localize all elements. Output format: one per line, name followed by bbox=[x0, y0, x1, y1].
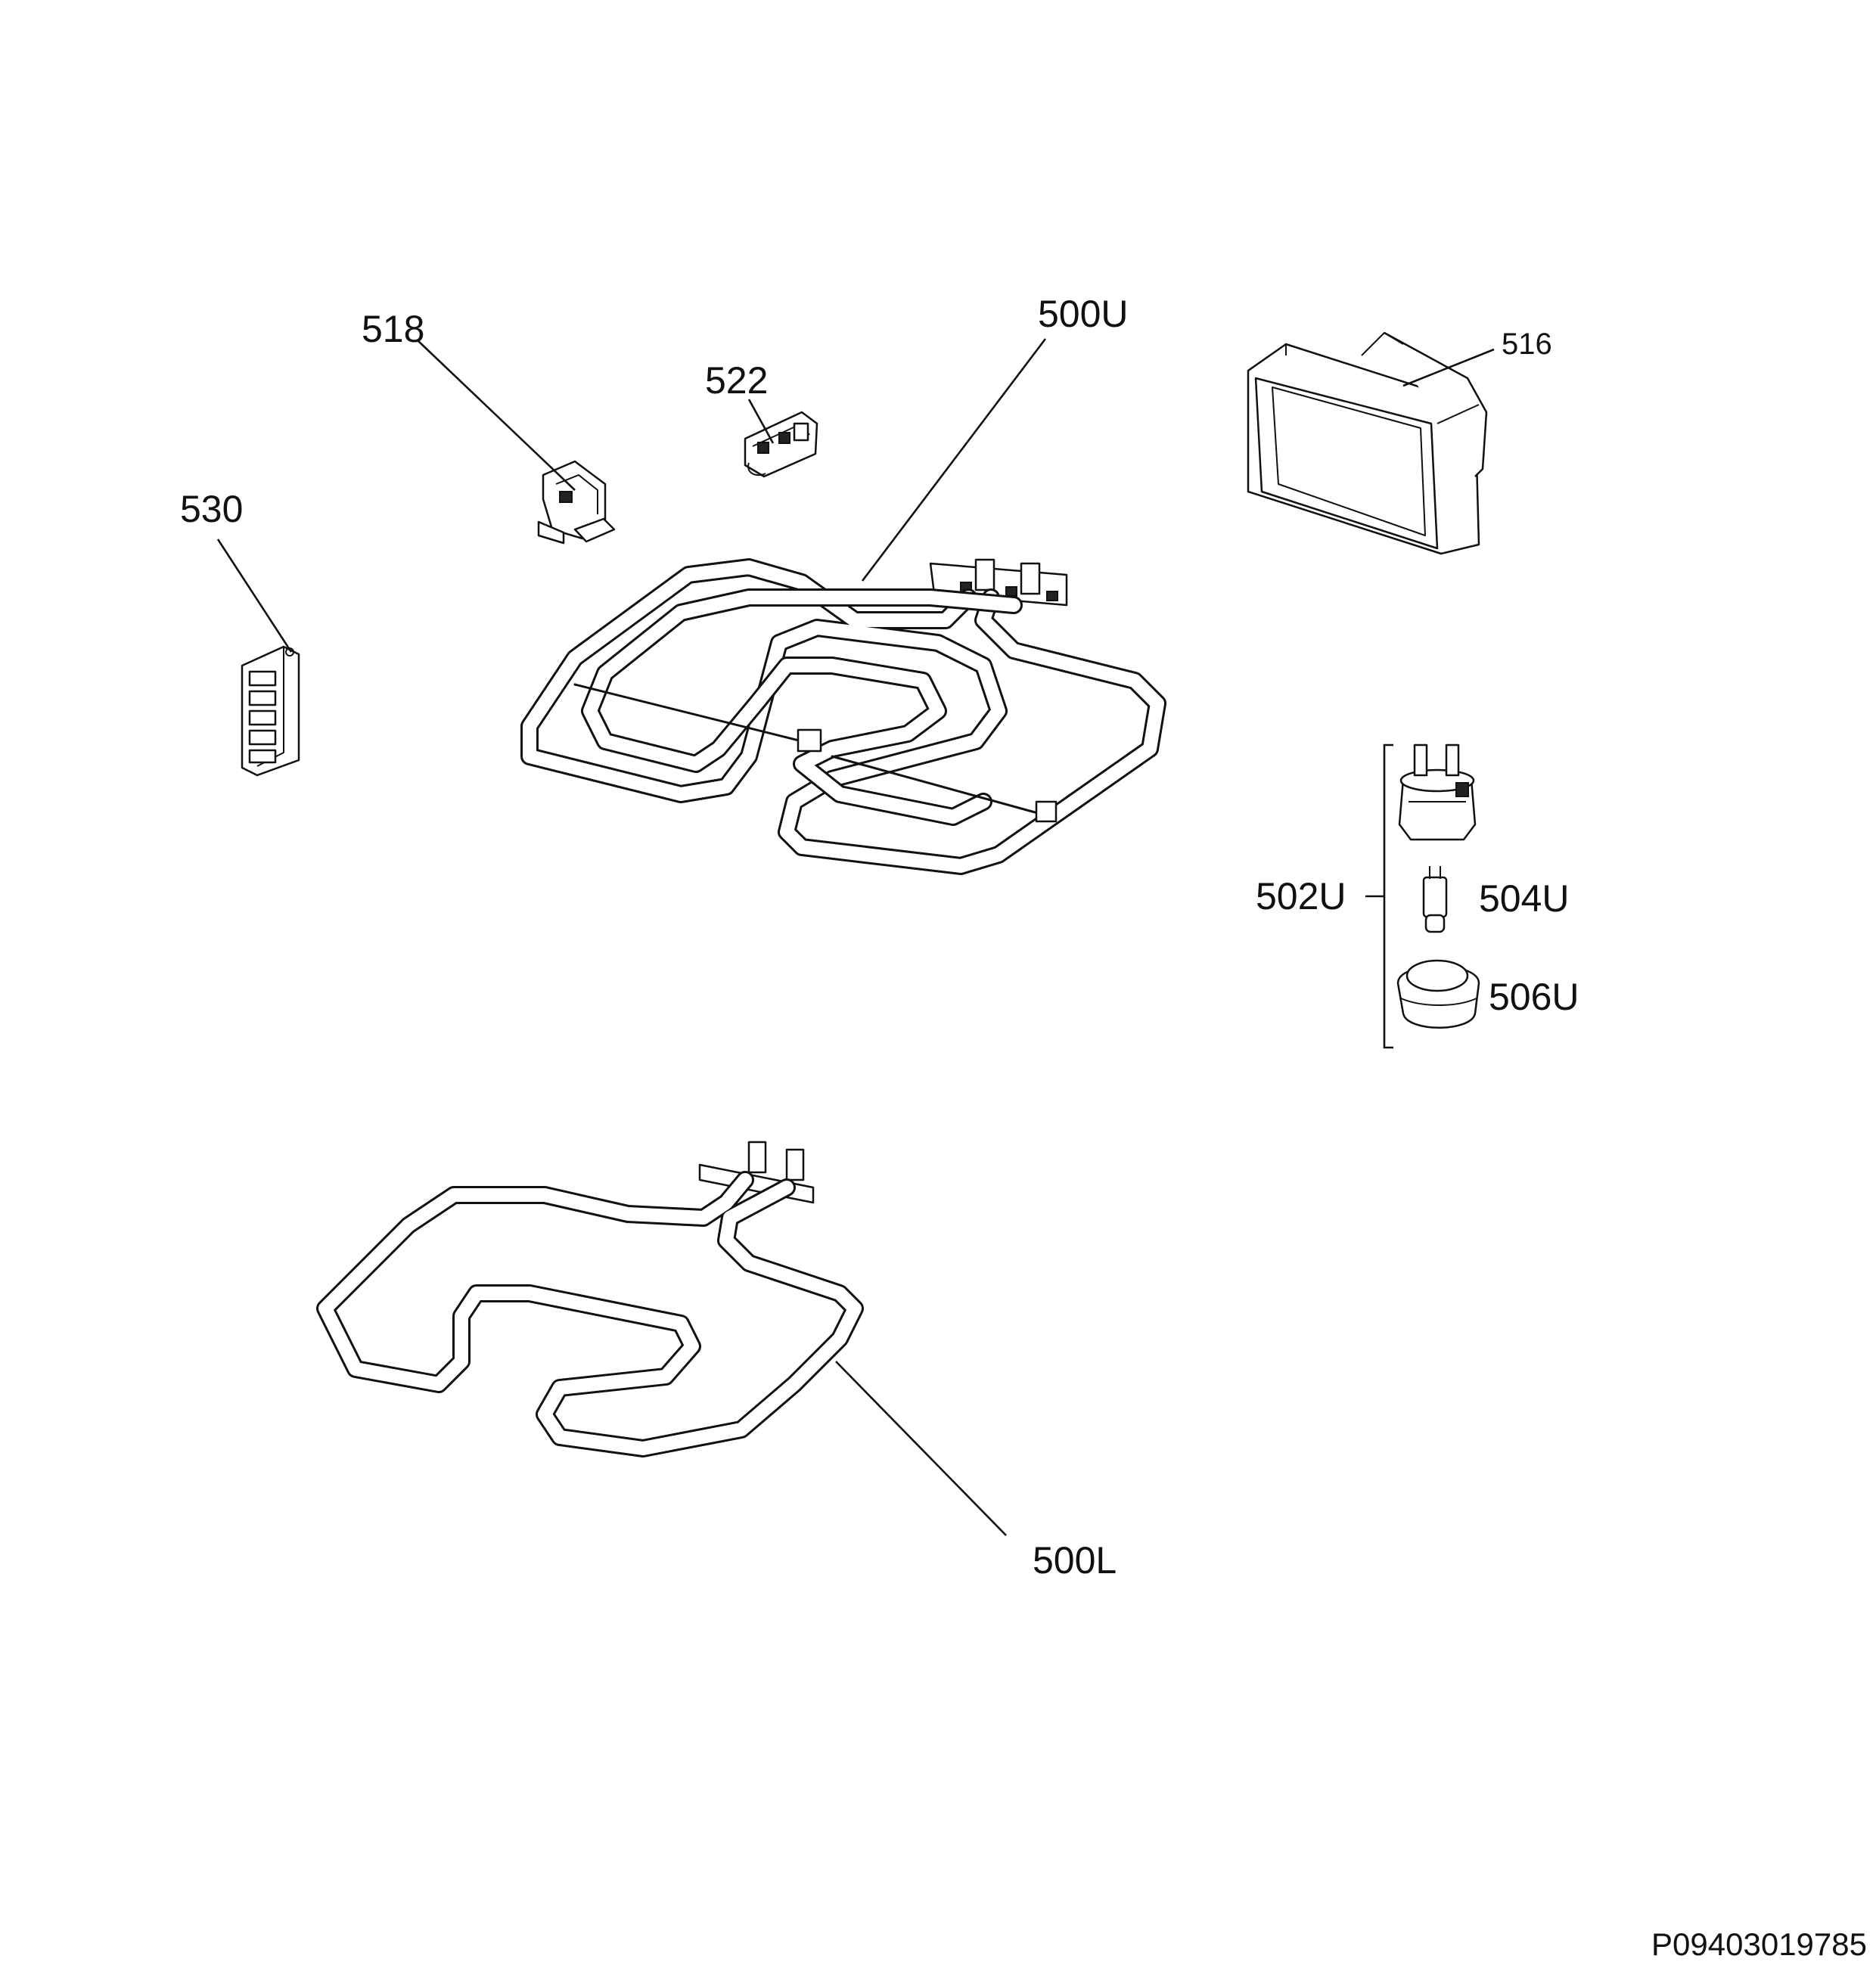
label-530: 530 bbox=[180, 488, 243, 530]
group-bracket-502U bbox=[1383, 743, 1393, 1049]
part-530-terminal-block[interactable] bbox=[241, 645, 300, 777]
part-518-switch[interactable] bbox=[537, 460, 616, 545]
label-500U: 500U bbox=[1038, 293, 1129, 335]
label-518: 518 bbox=[362, 308, 424, 350]
part-516-housing[interactable] bbox=[1247, 331, 1488, 555]
label-504U: 504U bbox=[1479, 877, 1570, 920]
part-lamp-holder[interactable] bbox=[1398, 743, 1477, 841]
part-522-connector[interactable] bbox=[744, 411, 818, 478]
part-504U-bulb[interactable] bbox=[1422, 866, 1448, 933]
label-502U: 502U bbox=[1256, 875, 1346, 917]
label-516: 516 bbox=[1502, 328, 1552, 361]
part-506U-glass-cover[interactable] bbox=[1396, 959, 1480, 1029]
label-506U: 506U bbox=[1489, 976, 1579, 1018]
part-500U-upper-heating-element[interactable] bbox=[520, 558, 1166, 875]
drawing-code: P09403019785 bbox=[1651, 1926, 1867, 1962]
label-500L: 500L bbox=[1033, 1539, 1117, 1582]
part-500L-lower-heating-element[interactable] bbox=[316, 1141, 864, 1457]
label-522: 522 bbox=[705, 359, 768, 402]
